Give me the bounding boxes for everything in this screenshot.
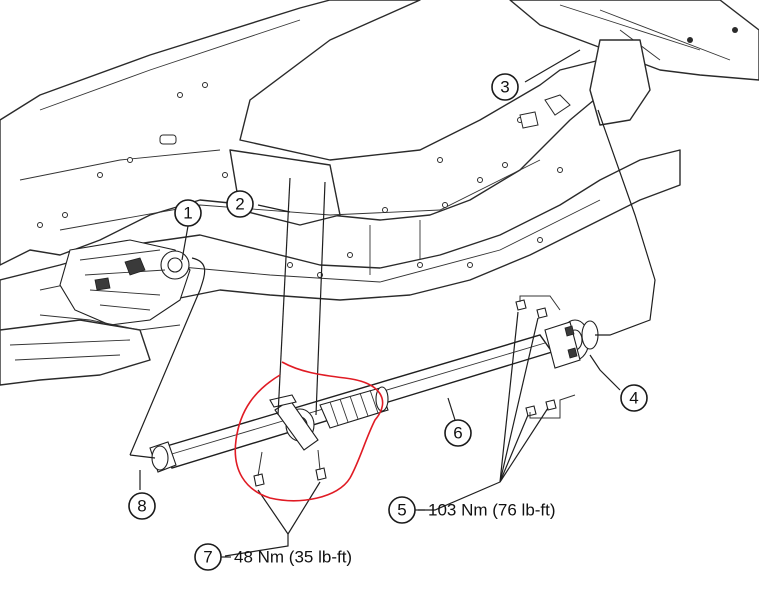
red-highlight-circle bbox=[234, 361, 384, 502]
rear-flange-bolts bbox=[515, 295, 576, 419]
axle-assembly bbox=[39, 239, 191, 331]
svg-text:6: 6 bbox=[453, 424, 462, 443]
vehicle-frame bbox=[0, 0, 759, 386]
callout-7: 7 bbox=[194, 543, 222, 571]
torque-spec-5: 103 Nm (76 lb-ft) bbox=[428, 501, 556, 520]
svg-text:7: 7 bbox=[203, 548, 212, 567]
driveshaft bbox=[149, 319, 599, 473]
svg-text:1: 1 bbox=[183, 204, 192, 223]
svg-text:3: 3 bbox=[500, 78, 509, 97]
callout-1: 1 bbox=[174, 199, 202, 227]
callout-8: 8 bbox=[128, 492, 156, 520]
svg-text:5: 5 bbox=[397, 501, 406, 520]
callout-2: 2 bbox=[226, 190, 254, 218]
callout-6: 6 bbox=[444, 419, 472, 447]
callout-4: 4 bbox=[620, 384, 648, 412]
svg-text:2: 2 bbox=[235, 195, 244, 214]
svg-text:4: 4 bbox=[629, 389, 638, 408]
callout-5: 5 bbox=[388, 496, 416, 524]
torque-spec-7: 48 Nm (35 lb-ft) bbox=[234, 548, 352, 567]
callout-3: 3 bbox=[491, 73, 519, 101]
svg-text:8: 8 bbox=[137, 497, 146, 516]
center-bearing-bolts bbox=[253, 449, 327, 487]
